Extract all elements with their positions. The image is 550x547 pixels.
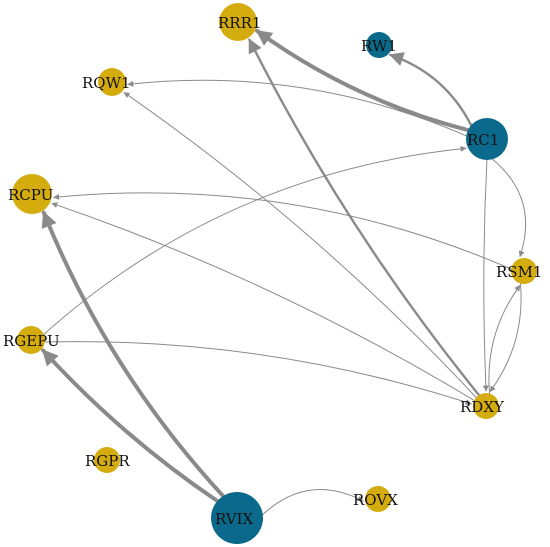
node-circle-rc1[interactable]: [466, 118, 508, 160]
node-label-rgpr: RGPR: [85, 452, 130, 470]
node-rqw1[interactable]: RQW1: [82, 68, 131, 96]
node-rsm1[interactable]: RSM1: [496, 258, 542, 284]
node-rvix[interactable]: RVIX: [211, 492, 263, 544]
node-circle-rvix[interactable]: [211, 492, 263, 544]
edge-rvix-to-rovx: [262, 489, 364, 516]
edge-rdxy-to-rrr1: [248, 38, 481, 397]
node-rcpu[interactable]: RCPU: [8, 174, 53, 214]
node-circle-rsm1[interactable]: [511, 258, 537, 284]
edge-rc1-to-rqw1: [127, 79, 467, 137]
edge-rvix-to-rgepu: [41, 348, 220, 504]
node-rovx[interactable]: ROVX: [353, 486, 398, 512]
node-label-rcpu: RCPU: [8, 186, 53, 204]
node-circle-rw1[interactable]: [366, 32, 392, 58]
edge-rc1-to-rrr1: [255, 28, 470, 133]
node-label-rvix: RVIX: [215, 510, 254, 528]
node-label-rsm1: RSM1: [496, 263, 542, 281]
node-rdxy[interactable]: RDXY: [460, 393, 505, 419]
edge-rc1-to-rw1: [388, 52, 473, 127]
node-label-rqw1: RQW1: [82, 74, 131, 92]
edge-rdxy-to-rsm1: [488, 284, 521, 394]
node-rgpr[interactable]: RGPR: [85, 447, 130, 473]
edges-layer: [41, 28, 527, 516]
node-rgepu[interactable]: RGEPU: [3, 326, 60, 354]
edge-rsm1-to-rdxy: [489, 283, 522, 393]
node-circle-rdxy[interactable]: [473, 393, 499, 419]
edge-rdxy-to-rcpu: [51, 202, 475, 401]
edge-rsm1-to-rcpu: [53, 192, 512, 270]
edge-rvix-to-rcpu: [41, 210, 226, 499]
node-label-rrr1: RRR1: [218, 14, 261, 32]
node-circle-rrr1[interactable]: [219, 3, 257, 41]
node-label-rovx: ROVX: [353, 491, 398, 509]
edge-rgepu-to-rc1: [43, 145, 467, 335]
node-label-rw1: RW1: [361, 37, 397, 55]
node-circle-rgepu[interactable]: [17, 326, 45, 354]
edge-rgepu-to-rdxy: [44, 341, 472, 406]
node-rw1[interactable]: RW1: [361, 32, 397, 58]
edge-rdxy-to-rqw1: [123, 91, 477, 398]
node-circle-rgpr[interactable]: [94, 447, 120, 473]
edge-rc1-to-rsm1: [492, 158, 527, 258]
node-rrr1[interactable]: RRR1: [218, 3, 261, 41]
node-circle-rovx[interactable]: [365, 486, 391, 512]
node-circle-rqw1[interactable]: [98, 68, 126, 96]
node-rc1[interactable]: RC1: [466, 118, 508, 160]
node-label-rdxy: RDXY: [460, 398, 505, 416]
node-label-rgepu: RGEPU: [3, 332, 60, 350]
edge-rc1-to-rdxy: [482, 159, 489, 392]
node-circle-rcpu[interactable]: [12, 174, 52, 214]
node-label-rc1: RC1: [467, 131, 499, 149]
